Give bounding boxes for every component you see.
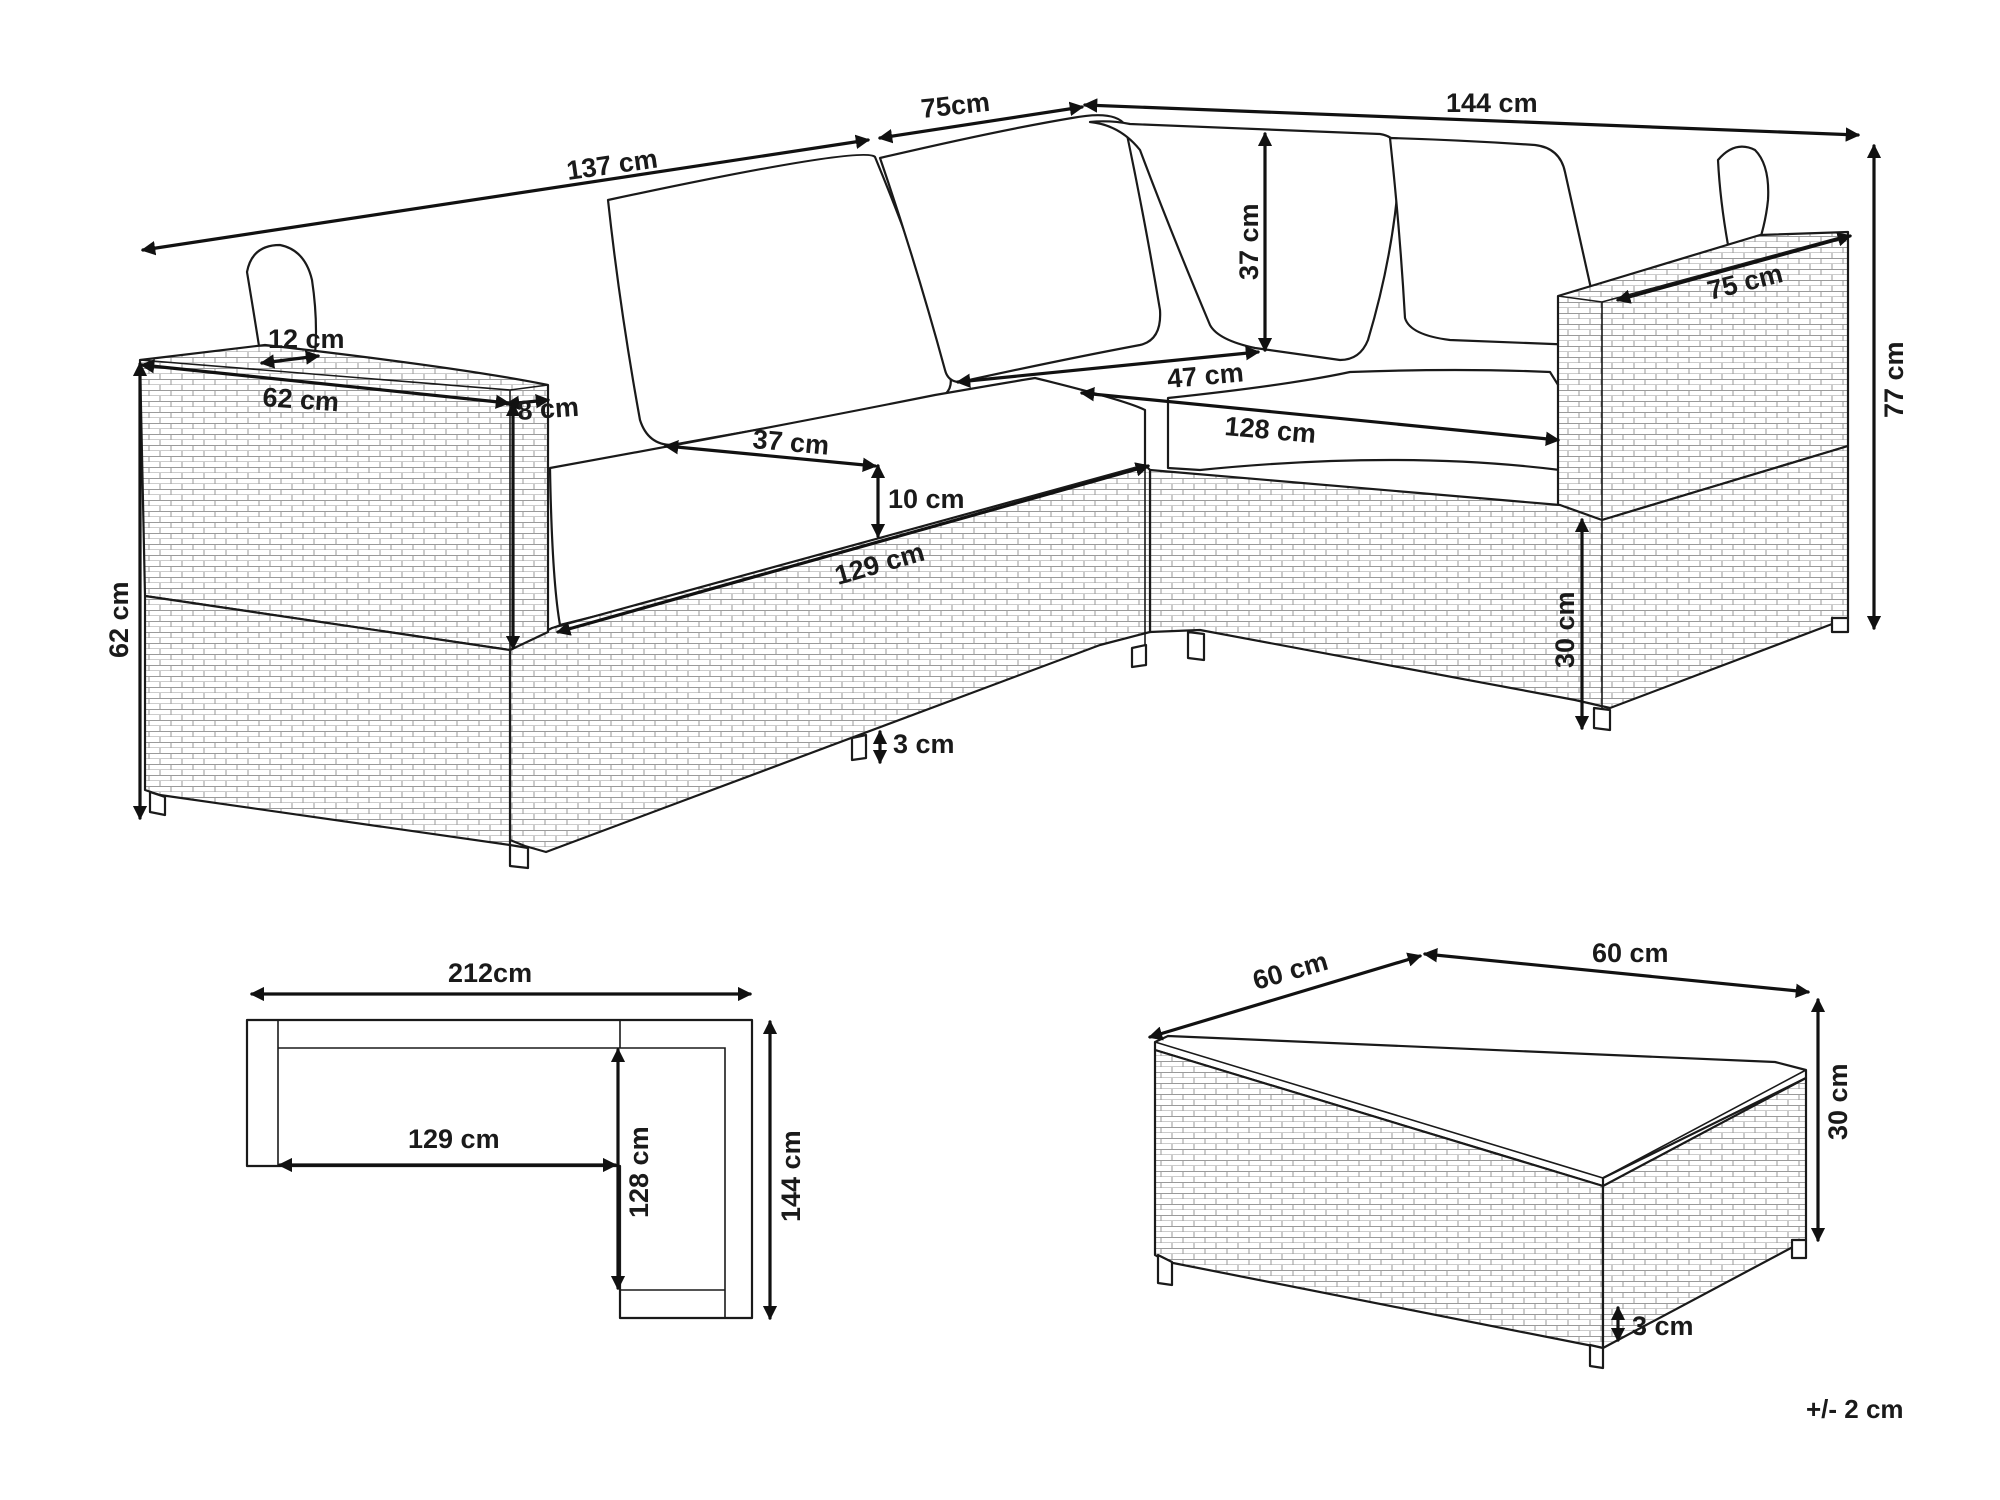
table-leg-2 bbox=[1588, 1343, 1605, 1370]
sofa-leg-1 bbox=[148, 790, 167, 817]
label-armrest-top: 12 cm bbox=[268, 324, 345, 354]
sofa-leg-4 bbox=[1130, 643, 1148, 669]
sofa-dimension-lines bbox=[132, 98, 1882, 821]
sofa-leg-5 bbox=[1186, 630, 1206, 662]
label-table-height: 30 cm bbox=[1823, 1063, 1853, 1140]
dim-line-75-top bbox=[877, 101, 1085, 144]
sofa-leg-6 bbox=[1592, 706, 1612, 732]
label-armrest-height: 62 cm bbox=[104, 581, 134, 658]
table-leg-3 bbox=[1790, 1238, 1808, 1260]
label-total-height: 77 cm bbox=[1879, 341, 1909, 418]
dim-line-table-width bbox=[1422, 948, 1811, 998]
table-leg-1 bbox=[1156, 1253, 1174, 1287]
label-table-width: 60 cm bbox=[1592, 938, 1669, 968]
sofa-leg-3 bbox=[850, 733, 868, 762]
label-armrest-width: 8 cm bbox=[516, 392, 579, 426]
sofa-leg-7 bbox=[1830, 616, 1850, 634]
dim-line-75-armrest bbox=[1615, 232, 1853, 304]
label-back-left-width: 137 cm bbox=[565, 143, 660, 185]
dim-line-129 bbox=[555, 462, 1151, 636]
label-plan-inner-depth: 128 cm bbox=[624, 1126, 654, 1218]
label-table-depth: 60 cm bbox=[1249, 946, 1331, 996]
dim-line-137 bbox=[140, 134, 871, 256]
table-front bbox=[1153, 1048, 1605, 1350]
sofa-leg-2 bbox=[508, 843, 530, 870]
label-seat-depth-left: 37 cm bbox=[751, 424, 830, 461]
label-backrest-height: 37 cm bbox=[1234, 203, 1264, 280]
label-seat-depth-corner: 47 cm bbox=[1166, 357, 1245, 394]
dim-line-47 bbox=[955, 346, 1261, 388]
corner-sofa bbox=[138, 114, 1850, 870]
label-leg-height: 3 cm bbox=[893, 729, 955, 759]
label-seat-thickness: 10 cm bbox=[888, 484, 965, 514]
plan-view: 212cm 129 cm 128 cm 144 cm bbox=[245, 958, 806, 1321]
label-plan-inner-length: 129 cm bbox=[408, 1124, 500, 1154]
right-base bbox=[1148, 444, 1850, 710]
label-back-right-width: 144 cm bbox=[1446, 88, 1538, 118]
label-table-leg-height: 3 cm bbox=[1632, 1311, 1694, 1341]
dim-line-62-armrest bbox=[139, 359, 511, 409]
dim-line-144-top bbox=[1082, 98, 1861, 142]
tolerance-note: +/- 2 cm bbox=[1806, 1394, 1904, 1424]
dim-line-128 bbox=[1079, 387, 1561, 446]
label-plan-width: 212cm bbox=[448, 958, 532, 988]
label-seat-height: 30 cm bbox=[1550, 591, 1580, 668]
label-corner-width: 75cm bbox=[919, 87, 991, 124]
plan-outline bbox=[245, 1018, 754, 1320]
coffee-table: 60 cm 60 cm 30 cm 3 cm bbox=[1147, 938, 1853, 1370]
dim-line-table-depth bbox=[1147, 952, 1423, 1041]
label-armrest-depth-left: 62 cm bbox=[262, 382, 340, 417]
label-plan-depth: 144 cm bbox=[776, 1130, 806, 1222]
